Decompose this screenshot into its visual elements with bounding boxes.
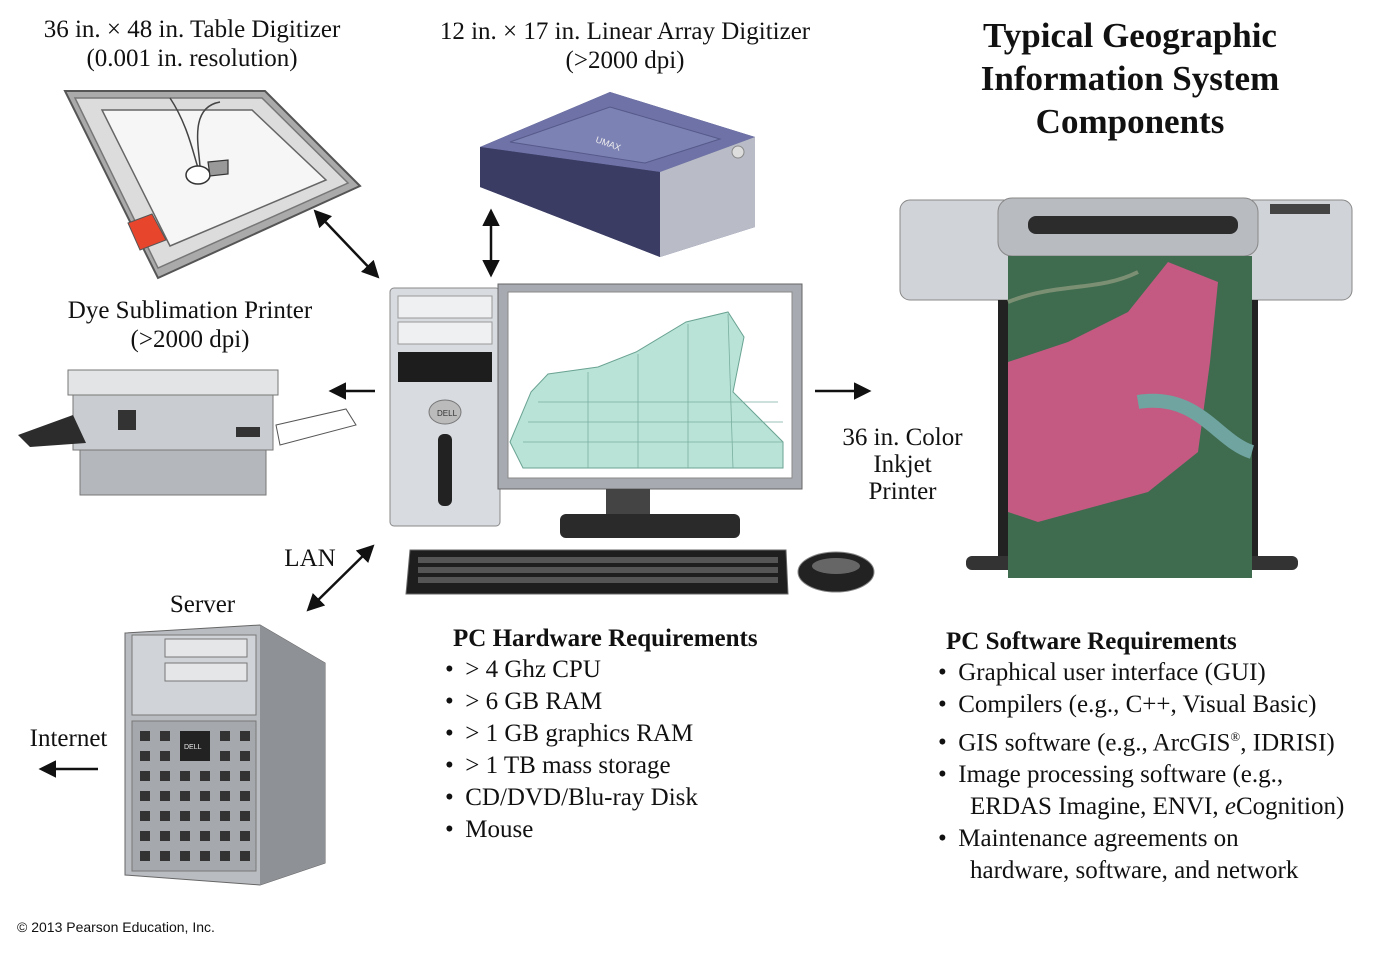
inkjet-plotter-illustration	[899, 197, 1353, 578]
software-heading: PC Software Requirements	[946, 628, 1237, 655]
list-item: • Compilers (e.g., C++, Visual Basic)	[938, 691, 1317, 718]
lan-arrow	[306, 544, 375, 612]
server-label: Server	[169, 591, 236, 618]
list-item-continuation: ERDAS Imagine, ENVI, eCognition)	[938, 791, 1393, 823]
dye-printer-resolution: (>2000 dpi)	[130, 326, 250, 353]
hardware-item-text: CD/DVD/Blu-ray Disk	[465, 784, 698, 811]
dye-sublimation-printer-illustration	[18, 369, 357, 496]
software-item-text: ERDAS Imagine, ENVI,	[970, 793, 1225, 821]
linear-digitizer-label: 12 in. × 17 in. Linear Array Digitizer	[439, 18, 811, 45]
title-line-3: Components	[1035, 102, 1225, 141]
software-item-text: Compilers (e.g., C++, Visual Basic)	[958, 691, 1317, 718]
software-requirements: PC Software Requirements • Graphical use…	[938, 627, 1393, 887]
dye-printer-caption: Dye Sublimation Printer (>2000 dpi)	[40, 296, 340, 354]
list-item: • CD/DVD/Blu-ray Disk	[445, 784, 698, 811]
table-digitizer-label: 36 in. × 48 in. Table Digitizer	[43, 16, 341, 43]
digitizer-puck-icon	[127, 213, 167, 251]
server-tower-illustration: DELL	[124, 624, 326, 886]
software-item-text: Image processing software (e.g.,	[958, 761, 1284, 789]
server-brand: DELL	[184, 744, 202, 751]
server-vent-grid	[140, 731, 250, 861]
inkjet-printer-caption: 36 in. Color Inkjet Printer	[820, 424, 985, 505]
inkjet-label-line-2: Inkjet	[873, 451, 932, 478]
list-item: • Image processing software (e.g.,	[938, 761, 1284, 789]
registered-mark: ®	[1230, 729, 1241, 744]
flatbed-scanner-illustration: UMAX	[480, 92, 755, 257]
table-digitizer-illustration	[63, 90, 362, 280]
list-item: • Mouse	[445, 816, 534, 843]
list-item: • Graphical user interface (GUI)	[938, 659, 1266, 686]
software-item-text: Maintenance agreements on	[958, 825, 1239, 853]
tower-brand: DELL	[437, 409, 458, 418]
linear-digitizer-caption: 12 in. × 17 in. Linear Array Digitizer (…	[405, 17, 845, 75]
diagram-title: Typical Geographic Information System Co…	[960, 14, 1300, 143]
monitor-map-parcels	[509, 311, 784, 469]
list-item: • > 1 TB mass storage	[445, 752, 671, 779]
software-item-text: hardware, software, and network	[970, 857, 1299, 885]
software-item-text: GIS software (e.g., ArcGIS	[958, 729, 1231, 757]
linear-digitizer-resolution: (>2000 dpi)	[565, 47, 685, 74]
title-line-2: Information System	[980, 59, 1280, 98]
digitizer-pc-arrow	[313, 209, 380, 279]
list-item: • > 1 GB graphics RAM	[445, 720, 694, 747]
list-item: • Maintenance agreements on	[938, 825, 1239, 853]
hardware-item-text: Mouse	[465, 816, 534, 843]
copyright: © 2013 Pearson Education, Inc.	[17, 919, 215, 935]
table-digitizer-caption: 36 in. × 48 in. Table Digitizer (0.001 i…	[12, 15, 372, 73]
hardware-list: • > 4 Ghz CPU • > 6 GB RAM • > 1 GB grap…	[445, 654, 825, 846]
inkjet-label-line-1: 36 in. Color	[842, 424, 963, 451]
list-item-continuation: hardware, software, and network	[938, 855, 1393, 887]
inkjet-label-line-3: Printer	[868, 478, 937, 505]
desktop-pc-illustration: DELL	[389, 283, 875, 595]
list-item: • GIS software (e.g., ArcGIS®, IDRISI)	[938, 729, 1335, 757]
software-item-italic: e	[1224, 793, 1236, 821]
software-list: • Graphical user interface (GUI) • Compi…	[938, 657, 1393, 887]
hardware-requirements: PC Hardware Requirements • > 4 Ghz CPU •…	[445, 624, 825, 846]
table-digitizer-resolution: (0.001 in. resolution)	[86, 45, 298, 72]
list-item: • > 4 Ghz CPU	[445, 656, 601, 683]
hardware-item-text: > 1 GB graphics RAM	[465, 720, 694, 747]
software-item-text: Cognition)	[1235, 793, 1345, 821]
dye-printer-label: Dye Sublimation Printer	[67, 297, 313, 324]
hardware-item-text: > 6 GB RAM	[465, 688, 603, 715]
internet-label: Internet	[29, 725, 108, 752]
software-item-text: , IDRISI)	[1240, 729, 1335, 757]
hardware-heading: PC Hardware Requirements	[453, 625, 758, 652]
hardware-item-text: > 4 Ghz CPU	[465, 656, 601, 683]
hardware-item-text: > 1 TB mass storage	[465, 752, 671, 779]
list-item: • > 6 GB RAM	[445, 688, 603, 715]
title-line-1: Typical Geographic	[983, 16, 1277, 55]
software-item-text: Graphical user interface (GUI)	[958, 659, 1266, 686]
